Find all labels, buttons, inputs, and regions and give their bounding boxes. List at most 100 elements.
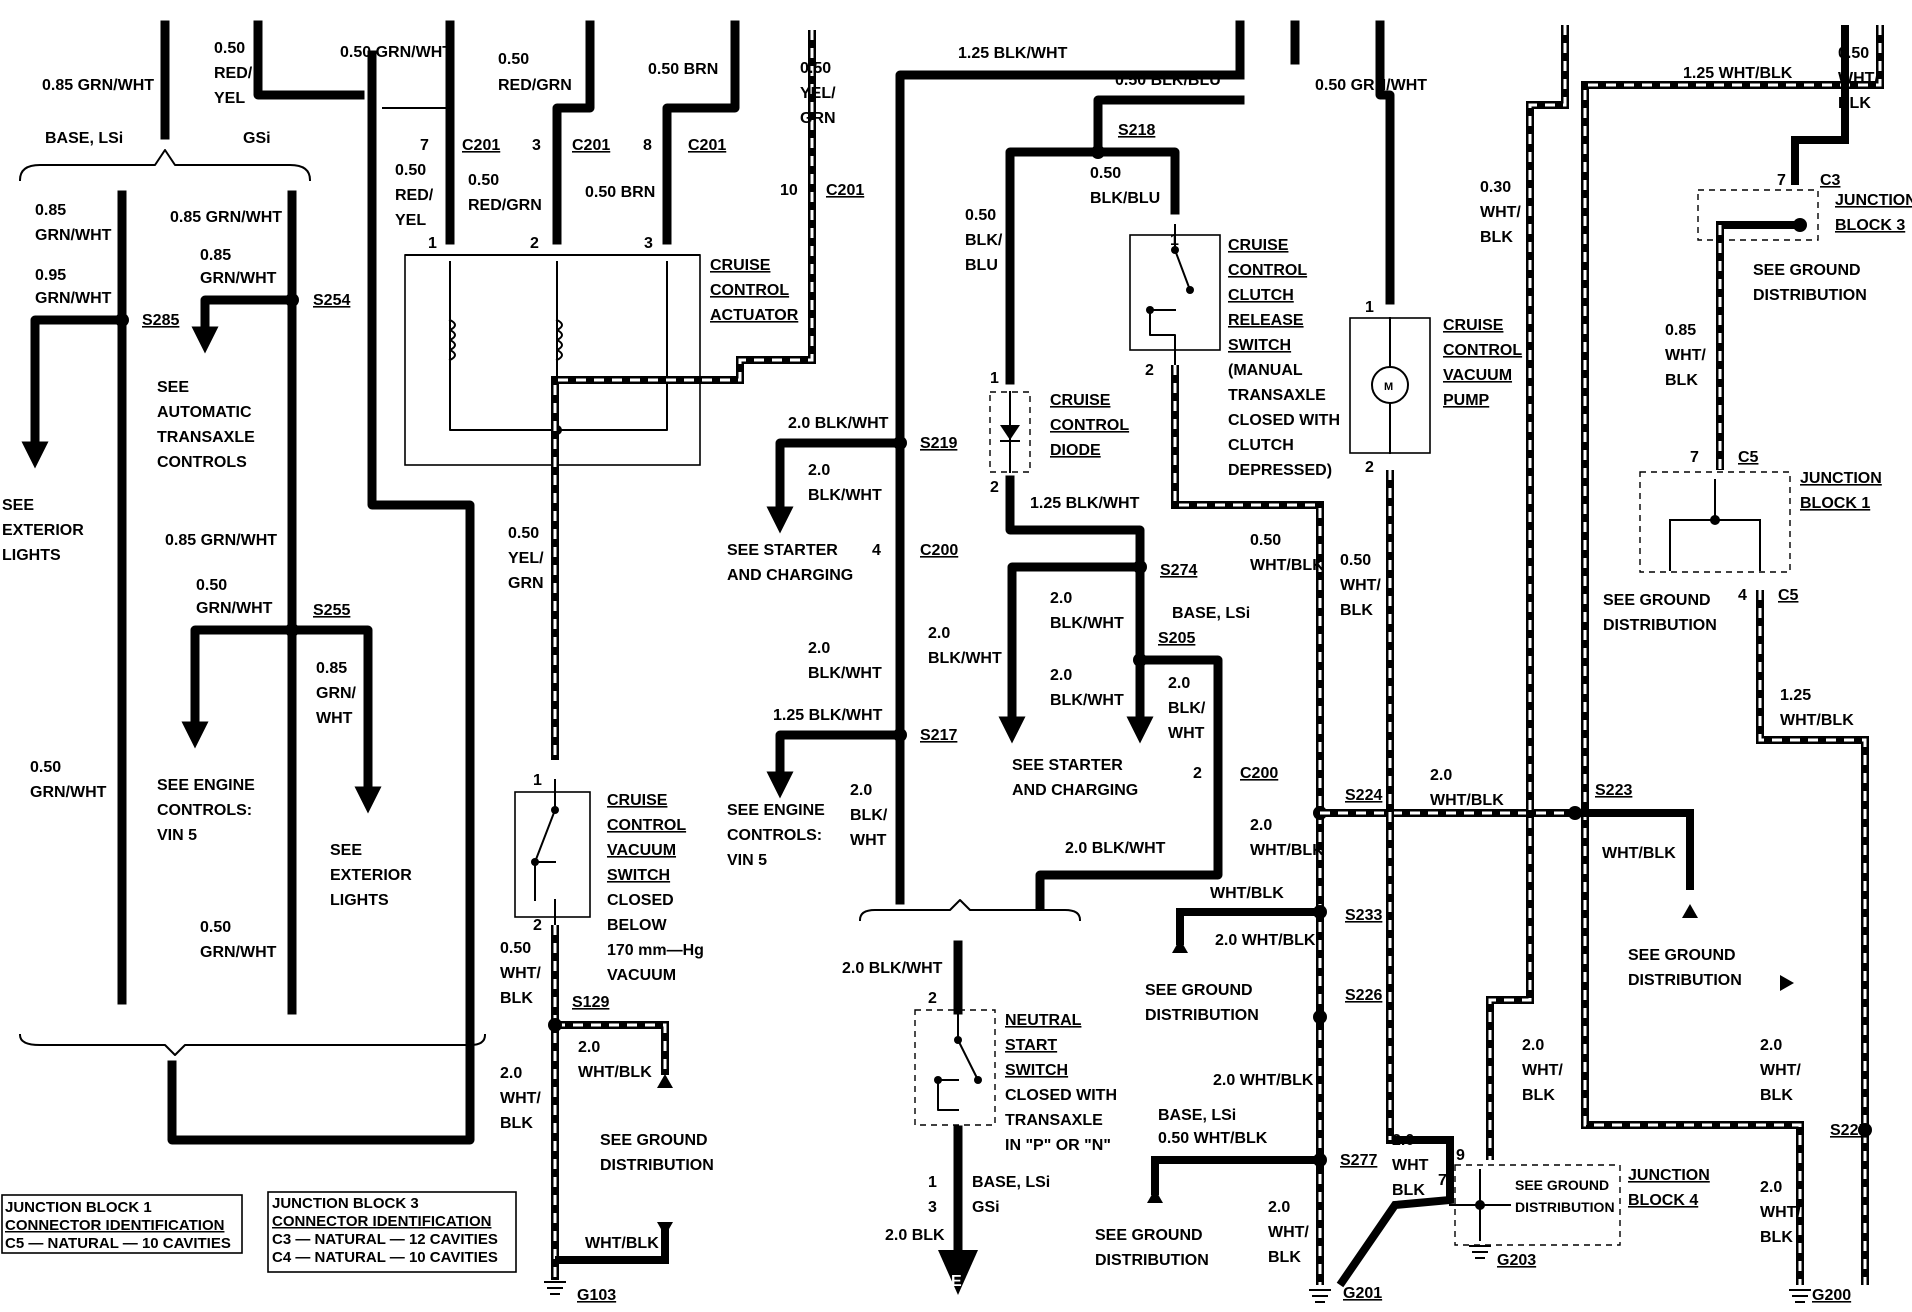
label-233w: WHT/BLK (1210, 885, 1284, 902)
see-gnd-c3: SEE GROUND (1095, 1227, 1203, 1244)
label-yg-m3: GRN (508, 575, 544, 592)
splice-s223 (1568, 806, 1582, 820)
label-w3b: GRN/WHT (35, 290, 112, 307)
label-rr2-2: WHT/ (1760, 1204, 1801, 1221)
see-gnd-2: DISTRIBUTION (600, 1157, 714, 1174)
legend-jb3-1: JUNCTION BLOCK 3 (272, 1195, 419, 1212)
label-050-grn-wht-b: 0.50 GRN/WHT (1315, 77, 1427, 94)
actuator-p1: 1 (428, 235, 437, 252)
see-eng-2: CONTROLS: (157, 802, 252, 819)
splice-s254 (285, 293, 299, 307)
label-db-2: BLK/WHT (1050, 692, 1124, 709)
jb4-pin9: 9 (1456, 1147, 1465, 1164)
cc-name-3: CLUTCH (1228, 287, 1294, 304)
splice-s129 (548, 1018, 562, 1032)
pin4-c200: 4 (872, 542, 881, 559)
label-w9b: GRN/WHT (200, 944, 277, 961)
label-yg-2: YEL/ (800, 85, 836, 102)
vs-p2: 2 (533, 917, 542, 934)
see-sc2-1: SEE STARTER (1012, 757, 1123, 774)
pump-p1: 1 (1365, 299, 1374, 316)
coil-1 (448, 318, 456, 362)
ns-desc-1: CLOSED WITH (1005, 1087, 1117, 1104)
label-dd: 2.0 BLK/WHT (1065, 840, 1166, 857)
label-050-a: 0.50 (214, 40, 245, 57)
jb3-name-2: BLOCK 3 (1835, 217, 1905, 234)
jb4-name-1: JUNCTION (1628, 1167, 1710, 1184)
label-rr-2: WHT/ (1760, 1062, 1801, 1079)
label-g-1: 2.0 (578, 1039, 600, 1056)
see-auto-2: AUTOMATIC (157, 404, 252, 421)
label-050-redgrn-b: RED/GRN (498, 77, 572, 94)
label-bb-r2: BLK/BLU (1090, 190, 1160, 207)
cc-name-4: RELEASE (1228, 312, 1304, 329)
pin7: 7 (420, 137, 429, 154)
label-wl-1: 2.0 (500, 1065, 522, 1082)
diode-symbol (1000, 425, 1020, 440)
label-yg-3: GRN (800, 110, 836, 127)
label-c1-b: BLK/WHT (808, 665, 882, 682)
label-085-r3: BLK (1665, 372, 1698, 389)
splice-s255 (285, 623, 299, 637)
label-w7a: 0.85 (316, 660, 347, 677)
label-r: 0.50 BRN (585, 184, 655, 201)
label-g201w-3: BLK (1268, 1249, 1301, 1266)
ground-g200 (1789, 1289, 1811, 1303)
label-050-redgrn-a: 0.50 (498, 51, 529, 68)
see-gnd-r5: SEE GROUND (1628, 947, 1736, 964)
diode-name-1: CRUISE (1050, 392, 1111, 409)
cc-desc-2: TRANSAXLE (1228, 387, 1326, 404)
label-w1b: GRN/WHT (35, 227, 112, 244)
cc-p2: 2 (1145, 362, 1154, 379)
label-base-lsi: BASE, LSi (1172, 605, 1250, 622)
see-auto-4: CONTROLS (157, 454, 247, 471)
label-wl-2: WHT/ (500, 1090, 541, 1107)
c201-b: C201 (572, 137, 610, 154)
label-red: RED/ (214, 65, 253, 82)
label-s218: S218 (1118, 122, 1155, 139)
label-s219-wire: 2.0 BLK/WHT (788, 415, 889, 432)
label-dc-1: 2.0 (1168, 675, 1190, 692)
label-pw-1: 0.50 (1340, 552, 1371, 569)
diode-p2: 2 (990, 479, 999, 496)
label-s233: S233 (1345, 907, 1382, 924)
label-s255: S255 (313, 602, 350, 619)
label-s223: S223 (1595, 782, 1632, 799)
label-sc-b: BLK/WHT (808, 487, 882, 504)
c201-c: C201 (688, 137, 726, 154)
junction-block-4 (1454, 1164, 1621, 1246)
junction-block-3 (1697, 189, 1819, 241)
label-jb4w-2: WHT (1392, 1157, 1429, 1174)
brace-center (858, 899, 1082, 922)
junction-block-1 (1639, 471, 1791, 573)
see-ext-1: SEE (2, 497, 34, 514)
see-ext-3: LIGHTS (2, 547, 61, 564)
label-125-r1: 1.25 (1780, 687, 1811, 704)
pin10: 10 (780, 182, 798, 199)
label-l1: 0.50 (395, 162, 426, 179)
label-g201w-2: WHT/ (1268, 1224, 1309, 1241)
label-c200: C200 (920, 542, 958, 559)
pin2-c200: 2 (1193, 765, 1202, 782)
pump-name-4: PUMP (1443, 392, 1490, 409)
label-c5b: C5 (1778, 587, 1799, 604)
label-c3-c: WHT (850, 832, 887, 849)
label-g103-wire: WHT/BLK (585, 1235, 659, 1252)
vs-p1: 1 (533, 772, 542, 789)
label-s205: S205 (1158, 630, 1195, 647)
label-pw-2: WHT/ (1340, 577, 1381, 594)
vs-name-1: CRUISE (607, 792, 668, 809)
wire-right-inner (1581, 25, 1884, 1285)
see-ec-3: VIN 5 (727, 852, 767, 869)
splice-s218 (1091, 145, 1105, 159)
label-s217-wire: 1.25 BLK/WHT (773, 707, 883, 724)
wire-jb3 (1791, 25, 1849, 185)
label-2w-2: WHT/BLK (1250, 842, 1324, 859)
ns-pin-a: 1 (928, 1174, 937, 1191)
ground-g201 (1309, 1289, 1331, 1303)
label-s224w-1: 2.0 (1430, 767, 1452, 784)
label-050-brn: 0.50 BRN (648, 61, 718, 78)
label-050-wb-1: 0.50 (1838, 45, 1869, 62)
actuator-name-3: ACTUATOR (710, 307, 799, 324)
label-rr-1: 2.0 (1760, 1037, 1782, 1054)
